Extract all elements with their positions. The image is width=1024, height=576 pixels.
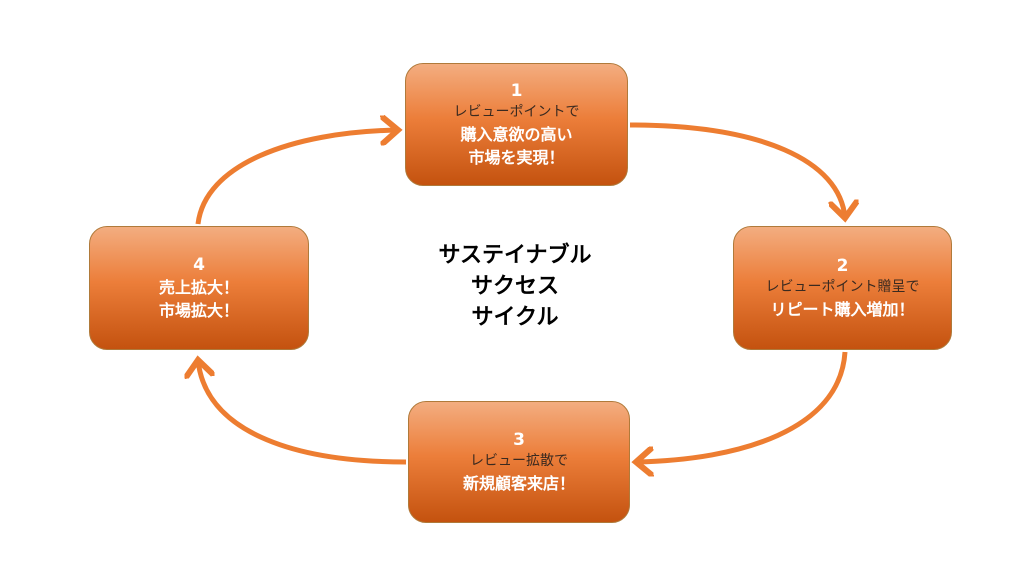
step-text: 売上拡大！ xyxy=(158,278,239,297)
step-box-4: 4 売上拡大！ 市場拡大！ xyxy=(89,226,309,350)
step-box-2: 2 レビューポイント贈呈で リピート購入増加！ xyxy=(733,226,952,350)
step-subtitle: レビュー拡散で xyxy=(470,453,568,469)
step-subtitle: レビューポイント贈呈で xyxy=(765,279,920,295)
title-line: サステイナブル xyxy=(438,243,592,268)
arrow-2-to-3 xyxy=(636,351,848,462)
step-number: 1 xyxy=(510,81,523,101)
arrow-4-to-1 xyxy=(195,130,398,225)
step-text: リピート購入増加！ xyxy=(770,300,915,319)
step-number: 3 xyxy=(513,430,525,450)
arrow-3-to-4 xyxy=(198,360,407,465)
step-number: 4 xyxy=(193,255,205,275)
step-text: 購入意欲の高い xyxy=(460,125,573,144)
title-line: サクセス xyxy=(470,274,559,299)
step-text: 市場拡大！ xyxy=(158,301,239,320)
step-box-1: 1 レビューポイントで 購入意欲の高い 市場を実現！ xyxy=(405,63,628,186)
step-number: 2 xyxy=(836,256,849,276)
step-text: 市場を実現！ xyxy=(468,148,565,167)
step-text: 新規顧客来店！ xyxy=(462,474,575,493)
step-subtitle: レビューポイントで xyxy=(453,104,580,120)
arrow-1-to-2 xyxy=(629,122,845,218)
title-line: サイクル xyxy=(471,305,559,330)
step-box-3: 3 レビュー拡散で 新規顧客来店！ xyxy=(408,401,630,523)
cycle-title: サステイナブル サクセス サイクル xyxy=(400,240,630,333)
